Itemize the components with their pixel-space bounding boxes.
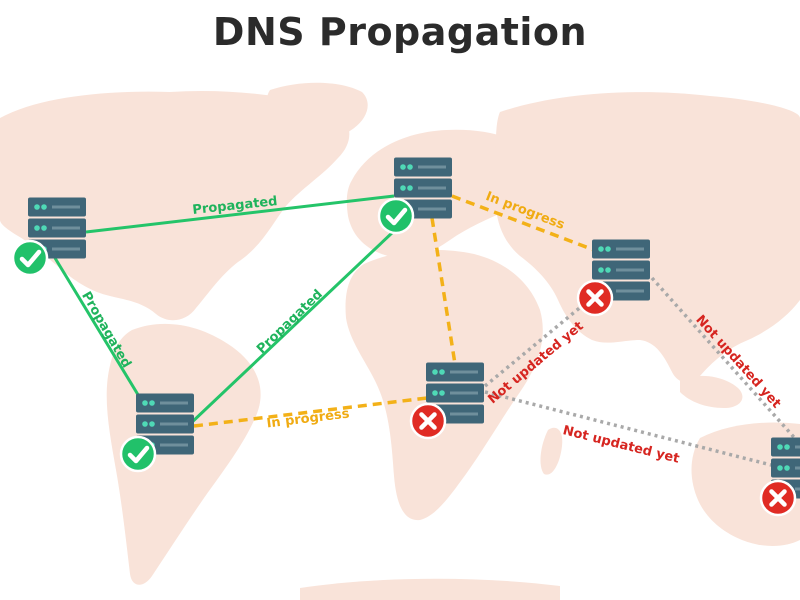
server-node-africa [409, 362, 484, 440]
server-node-north-america [11, 197, 86, 277]
connection-label-south-america-africa: In progress [266, 406, 351, 431]
continent-asia [494, 92, 800, 383]
continent-madagascar [540, 427, 563, 475]
server-node-south-america [119, 393, 194, 473]
continent-islands [680, 375, 743, 408]
server-node-europe [377, 157, 452, 235]
connection-lines [53, 194, 800, 468]
connection-asia-australia [650, 276, 800, 446]
connection-europe-asia [451, 194, 595, 252]
server-node-australia [759, 437, 800, 517]
connection-africa-asia [483, 294, 596, 388]
error-x-icon [576, 279, 614, 317]
continent-antarctica [300, 578, 560, 600]
connection-south-america-europe [188, 212, 414, 426]
connection-label-north-america-south-america: Propagated [78, 289, 134, 370]
server-nodes [11, 157, 800, 517]
server-icon [28, 197, 86, 259]
connection-north-america-europe [85, 194, 395, 234]
error-x-icon [759, 479, 797, 517]
check-icon [11, 239, 49, 277]
connection-europe-africa [430, 217, 457, 365]
continent-north-america [0, 90, 350, 321]
connection-africa-australia [484, 390, 776, 468]
check-icon [119, 435, 157, 473]
connection-south-america-africa [193, 396, 428, 428]
page-title: DNS Propagation [212, 10, 588, 54]
connection-label-south-america-europe: Propagated [254, 287, 326, 357]
server-node-asia [576, 239, 650, 317]
error-x-icon [409, 402, 447, 440]
connection-label-africa-australia: Not updated yet [561, 423, 681, 466]
continent-greenland [266, 82, 368, 139]
server-icon [394, 157, 452, 219]
connection-north-america-south-america [53, 257, 142, 399]
check-icon [377, 197, 415, 235]
